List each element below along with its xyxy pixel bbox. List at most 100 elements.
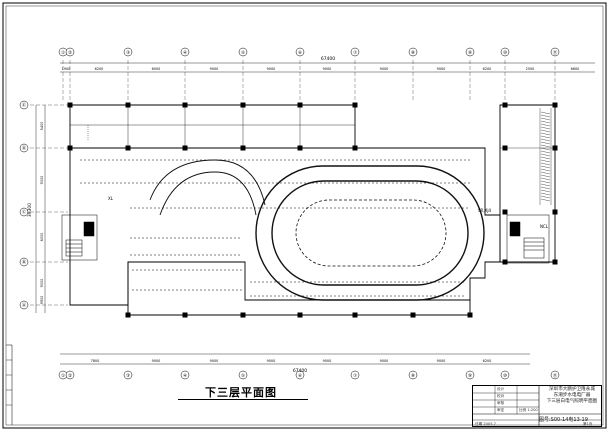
upper-partitions xyxy=(70,105,355,148)
grid-bubble-bottom xyxy=(500,370,510,380)
grid-col-label-bottom: ⑩ xyxy=(503,373,507,379)
plan-title: 下三层平面图 xyxy=(205,386,277,399)
top-dim-text: 6200 xyxy=(95,67,104,71)
bottom-dim-text: 7800 xyxy=(91,359,100,363)
tb-row-check: 校对 xyxy=(497,394,505,398)
tb-row-scale: 比例 1:200 xyxy=(519,408,538,412)
grid-col-label: ② xyxy=(68,50,72,56)
left-dim-text: 6000 xyxy=(40,233,44,242)
grid-col-label-bottom: ⑥ xyxy=(298,373,302,379)
drawing-page: 第1页 xyxy=(583,422,593,426)
grid-bubble-left xyxy=(19,100,29,110)
bottom-dim-text: 9000 xyxy=(267,359,276,363)
title-block: 深圳市大鹏护卫隆永城 东潮步水电电厂器 下三层白电气照明平面图 设计 校对 审核… xyxy=(472,385,602,427)
grid-bubble-top xyxy=(350,47,360,57)
project-line-2: 东潮步水电电厂器 xyxy=(553,393,591,398)
bottom-dim-text: 9000 xyxy=(437,359,446,363)
bottom-dim-text: 9000 xyxy=(210,359,219,363)
grid-bubble-top xyxy=(123,47,133,57)
grid-row-label: Ⓐ xyxy=(22,302,27,309)
grid-col-label-bottom: ⑨ xyxy=(468,373,472,379)
grid-bubble-top xyxy=(550,47,560,57)
grid-bubble-bottom xyxy=(408,370,418,380)
grid-bubble-top xyxy=(465,47,475,57)
bottom-dim-text: 9000 xyxy=(152,359,161,363)
grid-bubble-top xyxy=(500,47,510,57)
grid-col-label-bottom: ⑧ xyxy=(411,373,415,379)
grid-col-label: ⑨ xyxy=(468,50,472,56)
grid-bubble-bottom xyxy=(65,370,75,380)
grid-bubble-bottom xyxy=(238,370,248,380)
grid-col-label: ⑩ xyxy=(503,50,507,56)
grid-row-label: Ⓑ xyxy=(22,259,27,266)
bottom-total-dimension: 67400 xyxy=(293,368,307,374)
left-dim-text: 5400 xyxy=(40,122,44,131)
grid-bubble-bottom xyxy=(465,370,475,380)
grid-row-label: Ⓔ xyxy=(22,102,27,109)
top-dim-text: 9000 xyxy=(323,67,332,71)
lighting-circuits xyxy=(80,159,470,297)
project-line-1: 深圳市大鹏护卫隆永城 xyxy=(549,387,595,392)
top-total-dimension: 67400 xyxy=(321,56,335,62)
grid-bubble-bottom xyxy=(123,370,133,380)
bottom-dim-text: 9000 xyxy=(323,359,332,363)
grid-bubble-top xyxy=(295,47,305,57)
grid-bubble-top xyxy=(180,47,190,57)
sheet-label-3: XL xyxy=(108,196,114,201)
oval-ramp xyxy=(149,159,485,301)
drawing-number: 图号:S00-14电13-19 xyxy=(539,417,588,423)
project-line-3: 下三层白电气照明平面图 xyxy=(546,399,598,404)
grid-bubble-bottom xyxy=(550,370,560,380)
grid-col-label: ⑥ xyxy=(298,50,302,56)
grid-bubble-bottom xyxy=(295,370,305,380)
tb-row-review: 审核 xyxy=(497,401,505,405)
grid-col-label-bottom: ② xyxy=(68,373,72,379)
stair-core-right xyxy=(506,214,550,264)
left-dim-text: 9000 xyxy=(40,279,44,288)
top-dim-text: 6000 xyxy=(152,67,161,71)
top-dim-text: 6200 xyxy=(483,67,492,71)
tb-row-approve: 审定 xyxy=(497,408,505,412)
dimension-texts: 1900 6200 6000 9000 9000 9000 9000 9000 6200 2500… xyxy=(40,67,579,363)
grid-col-label: ③ xyxy=(126,50,130,56)
stair-core-left xyxy=(61,214,98,261)
right-tower-hatch xyxy=(500,108,555,205)
tb-row-design: 设计 xyxy=(497,387,505,391)
top-dim-text: 9000 xyxy=(267,67,276,71)
grid-col-label: ① xyxy=(61,50,65,56)
top-dim-text: 9000 xyxy=(437,67,446,71)
top-dim-text: 1900 xyxy=(62,67,71,71)
left-total-dimension: 39300 xyxy=(27,203,33,217)
grid-col-label-bottom: ③ xyxy=(126,373,130,379)
hatch-pattern xyxy=(540,111,551,202)
grid-bubble-left xyxy=(19,143,29,153)
grid-bubble-top xyxy=(408,47,418,57)
grid-col-label-bottom: ⑤ xyxy=(241,373,245,379)
grid-row-label: Ⓒ xyxy=(22,209,27,216)
grid-row-label: Ⓓ xyxy=(22,145,27,152)
grid-bubble-bottom xyxy=(180,370,190,380)
grid-col-label-bottom: ① xyxy=(61,373,65,379)
grid-bubble-left xyxy=(19,300,29,310)
plan-title-underline xyxy=(178,399,308,400)
top-dim-text: 6600 xyxy=(571,67,580,71)
grid-col-label: ⑧ xyxy=(411,50,415,56)
top-dim-text: 2500 xyxy=(526,67,535,71)
grid-col-label-bottom: ⑦ xyxy=(353,373,357,379)
grid-col-label: ⑪ xyxy=(553,49,558,56)
grid-rows: Ⓔ Ⓓ Ⓒ Ⓑ Ⓐ xyxy=(19,100,68,310)
title-block-grid xyxy=(473,386,601,426)
grid-bubble-top xyxy=(65,47,75,57)
grid-bubble-left xyxy=(19,207,29,217)
title-block-project: 深圳市大鹏护卫隆永城 东潮步水电电厂器 下三层白电气照明平面图 xyxy=(541,387,603,405)
sheet-label-1: SR,XJ4 xyxy=(478,208,492,213)
grid-col-label-bottom: ④ xyxy=(183,373,187,379)
bottom-dim-text: 9000 xyxy=(380,359,389,363)
grid-bubble-top xyxy=(238,47,248,57)
left-dim-text: 9000 xyxy=(40,176,44,185)
grid-col-label: ⑤ xyxy=(241,50,245,56)
sheet-label-2: NCL xyxy=(540,224,549,229)
